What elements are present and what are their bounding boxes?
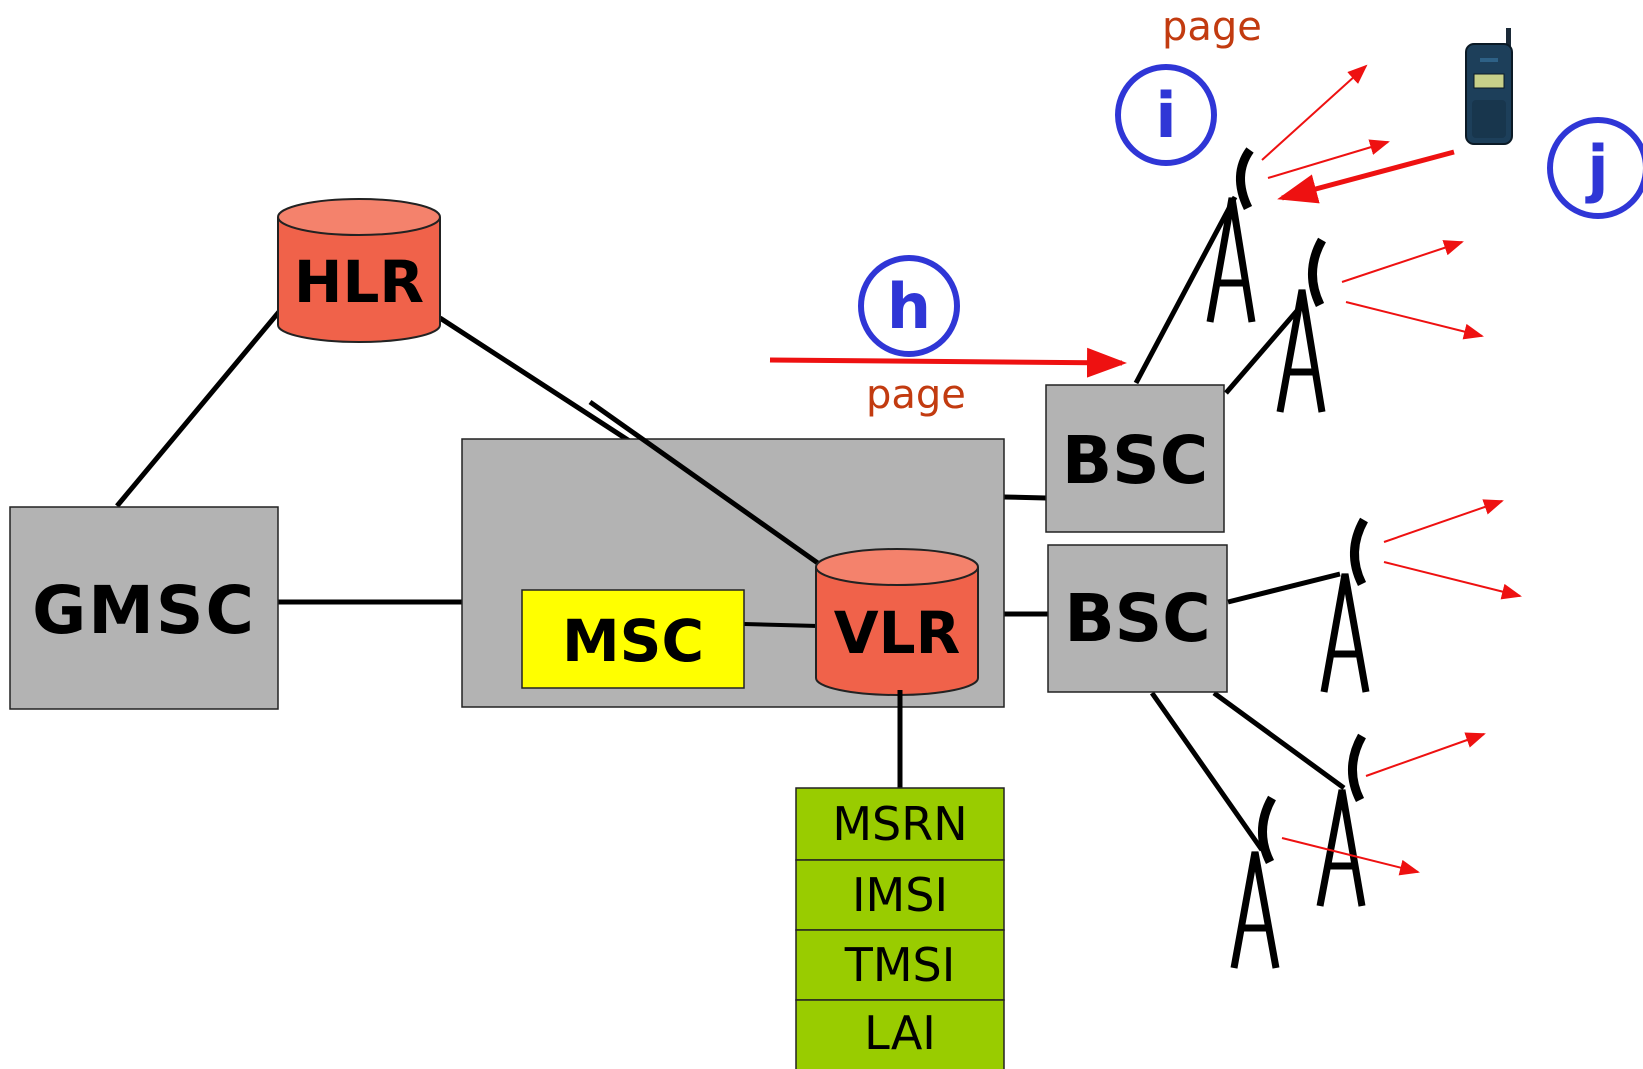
gmsc-label: GMSC <box>32 571 256 649</box>
step-j-label: j <box>1587 131 1609 205</box>
link-bsc2-tower5 <box>1149 691 1265 852</box>
radio-arrow-2b <box>1345 301 1484 340</box>
radio-arrow-1a <box>1261 64 1368 161</box>
record-box-lai <box>795 999 1005 1069</box>
bsc-bottom-label: BSC <box>1064 579 1211 657</box>
radio-arrow-1b <box>1267 139 1390 179</box>
vlr-record-msrn: MSRN <box>832 797 968 851</box>
response-arrow-from-phone <box>1277 149 1455 204</box>
step-h-circle <box>858 255 960 357</box>
gmsc-box <box>9 506 279 710</box>
mobile-phone-icon <box>1465 28 1513 145</box>
msc-box <box>521 589 745 689</box>
vlr-database-icon <box>815 548 979 696</box>
antenna-tower-icon-2 <box>1276 237 1326 413</box>
step-i-label: i <box>1155 78 1177 152</box>
radio-arrow-3b <box>1383 561 1522 600</box>
step-i-circle <box>1115 64 1217 166</box>
hlr-database-icon <box>277 198 441 343</box>
radio-arrow-4 <box>1365 732 1486 777</box>
bsc-top-label: BSC <box>1061 421 1209 499</box>
antenna-tower-icon-5 <box>1230 795 1280 969</box>
record-box-imsi <box>795 859 1005 931</box>
vlr-record-stack <box>795 787 1005 1069</box>
antenna-towers <box>1206 147 1370 969</box>
link-bsc2-tower4 <box>1212 690 1346 791</box>
record-box-tmsi <box>795 929 1005 1001</box>
link-msc-vlr-over <box>743 622 819 628</box>
link-hlr-gmsc <box>115 305 285 508</box>
radio-arrow-3a <box>1383 499 1504 543</box>
bsc-top-box <box>1045 384 1225 533</box>
step-j-circle <box>1547 117 1643 219</box>
vlr-label: VLR <box>833 599 961 667</box>
bsc-bottom-box <box>1047 544 1228 693</box>
signal-arrows <box>769 64 1522 876</box>
page-label-top: page <box>1162 4 1262 50</box>
antenna-tower-icon-1 <box>1206 147 1256 323</box>
record-box-msrn <box>795 787 1005 861</box>
hlr-label: HLR <box>293 248 425 316</box>
page-label-mid: page <box>866 372 966 418</box>
link-bsc1-tower1 <box>1133 195 1238 385</box>
link-bsc2-tower3 <box>1227 571 1341 605</box>
link-hlr-vlr-over <box>588 399 824 569</box>
msc-label: MSC <box>561 607 705 675</box>
vlr-record-tmsi: TMSI <box>844 938 956 992</box>
link-bsc1-tower2 <box>1224 303 1304 395</box>
page-arrow-to-bsc <box>769 347 1127 378</box>
antenna-tower-icon-4 <box>1316 733 1366 907</box>
step-h-label: h <box>886 269 932 343</box>
antenna-tower-icon-3 <box>1320 517 1370 693</box>
radio-arrow-2a <box>1341 240 1464 283</box>
vlr-record-imsi: IMSI <box>851 868 949 922</box>
radio-arrow-5 <box>1281 837 1420 876</box>
link-msc-bsc-top <box>1003 494 1047 501</box>
vlr-record-lai: LAI <box>864 1006 936 1060</box>
